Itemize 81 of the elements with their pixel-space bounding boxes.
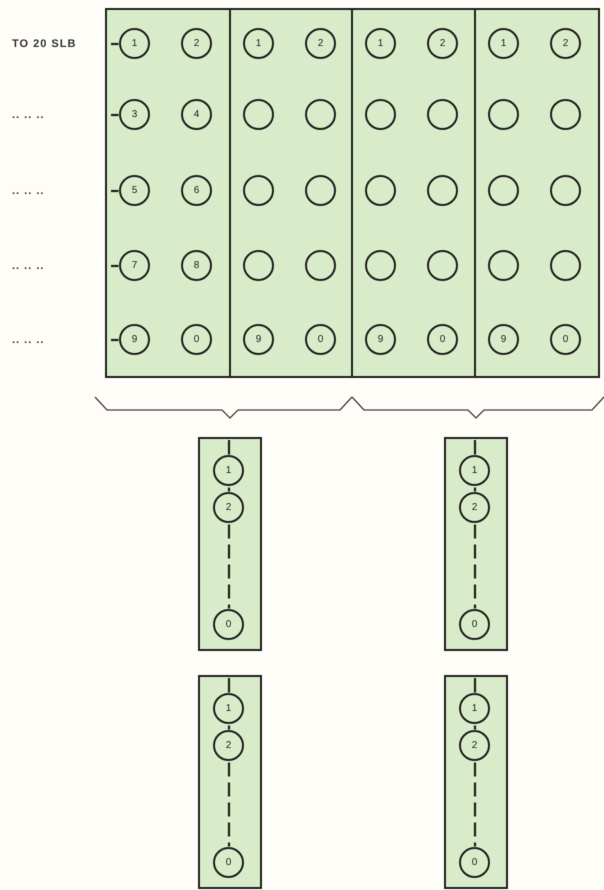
terminal-circle [488, 99, 519, 130]
ditto-marks: .. .. .. [12, 259, 44, 273]
terminal-circle: 2 [213, 492, 244, 523]
wire-stub [111, 190, 118, 192]
terminal-circle [427, 99, 458, 130]
wire-stub [111, 264, 118, 268]
terminal-circle [243, 99, 274, 130]
terminal-circle [305, 99, 336, 130]
terminal-circle: 3 [119, 99, 150, 130]
terminal-circle: 1 [488, 28, 519, 59]
wire-stub [228, 440, 230, 454]
connector-line [474, 524, 476, 608]
terminal-circle [427, 175, 458, 206]
terminal-circle: 1 [213, 693, 244, 724]
terminal-circle: 5 [119, 175, 150, 206]
terminal-block-column [474, 8, 600, 378]
terminal-block-column [351, 8, 477, 378]
terminal-circle: 9 [365, 324, 396, 355]
terminal-circle [243, 250, 274, 281]
terminal-circle: 2 [305, 28, 336, 59]
terminal-strip [444, 675, 508, 889]
terminal-strip [198, 437, 262, 651]
terminal-circle [305, 175, 336, 206]
terminal-circle [427, 250, 458, 281]
terminal-circle: 8 [181, 250, 212, 281]
terminal-strip [444, 437, 508, 651]
wire-label: TO 20 SLB [12, 37, 76, 51]
wire-stub [111, 338, 118, 342]
terminal-circle: 0 [213, 847, 244, 878]
terminal-circle [365, 250, 396, 281]
terminal-circle [365, 99, 396, 130]
ditto-marks: .. .. .. [12, 108, 44, 122]
connector-line [474, 762, 476, 846]
terminal-circle [365, 175, 396, 206]
connector-line [228, 726, 230, 730]
terminal-circle [243, 175, 274, 206]
terminal-circle: 1 [243, 28, 274, 59]
terminal-circle [488, 175, 519, 206]
terminal-circle: 2 [213, 730, 244, 761]
terminal-circle: 2 [427, 28, 458, 59]
terminal-block-column [105, 8, 231, 378]
terminal-circle: 9 [243, 324, 274, 355]
terminal-circle: 0 [181, 324, 212, 355]
wire-stub [228, 678, 230, 692]
terminal-circle: 0 [550, 324, 581, 355]
terminal-circle: 0 [305, 324, 336, 355]
terminal-circle: 0 [459, 847, 490, 878]
terminal-circle: 1 [459, 455, 490, 486]
terminal-circle: 1 [119, 28, 150, 59]
terminal-circle: 0 [213, 609, 244, 640]
terminal-circle: 1 [213, 455, 244, 486]
connector-line [228, 524, 230, 608]
wire-stub [111, 114, 118, 116]
connector-line [228, 762, 230, 846]
terminal-circle: 2 [459, 492, 490, 523]
terminal-circle [305, 250, 336, 281]
ditto-marks: .. .. .. [12, 184, 44, 198]
terminal-strip [198, 675, 262, 889]
connector-line [228, 488, 230, 492]
terminal-circle: 1 [459, 693, 490, 724]
wire-stub [111, 42, 118, 46]
terminal-circle [550, 99, 581, 130]
terminal-circle: 4 [181, 99, 212, 130]
terminal-circle: 0 [459, 609, 490, 640]
terminal-circle [550, 250, 581, 281]
terminal-circle: 9 [119, 324, 150, 355]
ditto-marks: .. .. .. [12, 333, 44, 347]
terminal-circle: 9 [488, 324, 519, 355]
terminal-circle: 6 [181, 175, 212, 206]
wire-stub [474, 678, 476, 692]
terminal-circle: 2 [550, 28, 581, 59]
terminal-circle: 7 [119, 250, 150, 281]
terminal-circle: 1 [365, 28, 396, 59]
wire-stub [474, 440, 476, 454]
terminal-circle [550, 175, 581, 206]
terminal-circle: 2 [459, 730, 490, 761]
terminal-circle: 2 [181, 28, 212, 59]
terminal-circle [488, 250, 519, 281]
terminal-circle: 0 [427, 324, 458, 355]
connector-line [474, 488, 476, 492]
connector-line [474, 726, 476, 730]
